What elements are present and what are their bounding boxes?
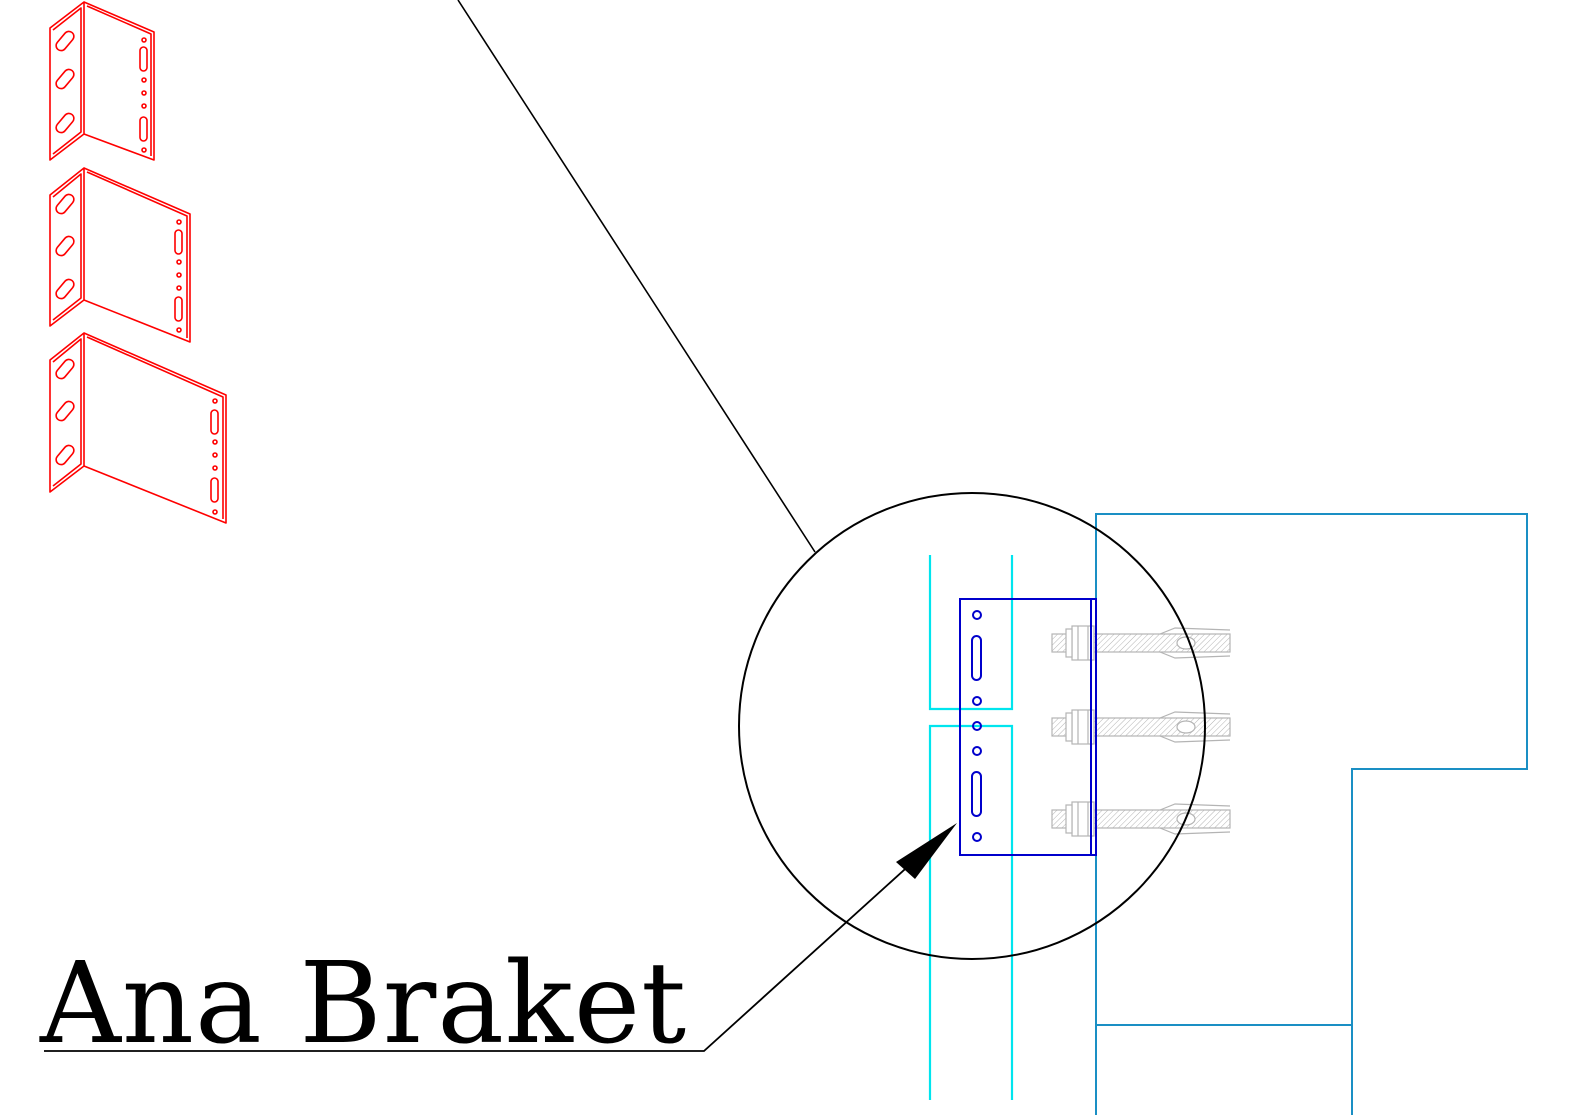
callout-label: Ana Braket: [40, 939, 688, 1069]
detail-circle: [738, 492, 1206, 960]
isometric-bracket-large: [49, 332, 227, 524]
bracket-hole: [972, 721, 982, 731]
callout-leader: [44, 841, 936, 1052]
callout-arrowhead: [896, 823, 957, 879]
main-bracket: [959, 598, 1097, 856]
profile-rail-upper: [928, 555, 1014, 711]
bracket-hole: [972, 696, 982, 706]
profile-rail-lower: [928, 724, 1014, 1100]
isometric-bracket-medium: [49, 167, 191, 343]
bracket-hole: [972, 746, 982, 756]
bracket-slot: [971, 771, 982, 817]
isometric-bracket-small: [49, 1, 155, 161]
bracket-hole: [972, 610, 982, 620]
bracket-hole: [972, 832, 982, 842]
detail-leader-line: [457, 0, 816, 553]
bracket-slot: [971, 635, 982, 681]
